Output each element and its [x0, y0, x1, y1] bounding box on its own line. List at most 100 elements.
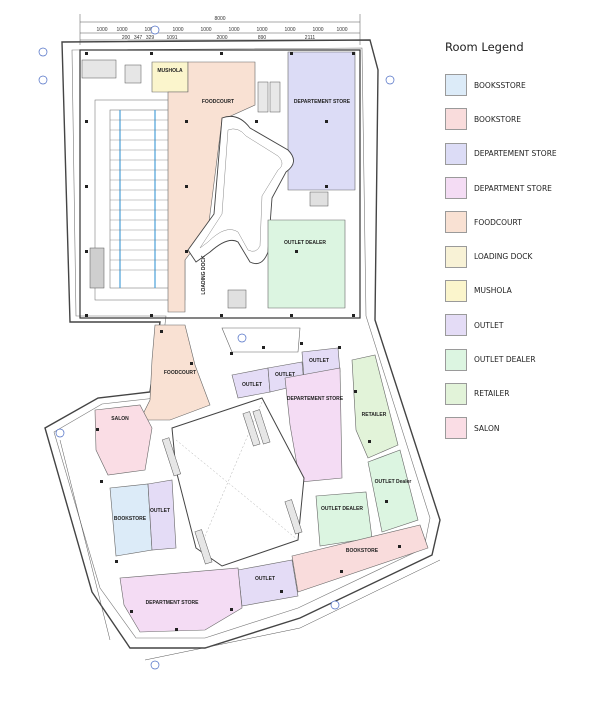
legend-label: OUTLET: [474, 320, 504, 330]
room-label-outlet-c: OUTLET: [309, 358, 329, 364]
svg-text:347: 347: [134, 35, 143, 41]
svg-text:1000: 1000: [172, 27, 183, 33]
parking-area: [81, 59, 186, 301]
svg-text:890: 890: [258, 35, 267, 41]
legend-label: BOOKSSTORE: [474, 80, 526, 90]
top-block-wall: [79, 49, 361, 319]
room-label-bookstore-left: BOOKSTORE: [114, 516, 147, 522]
room-outlet-low: [237, 559, 299, 607]
room-label-outlet-dealer-top: OUTLET DEALER: [284, 240, 326, 246]
room-outlet-dealer-top: [267, 219, 346, 309]
legend-label: OUTLET DEALER: [474, 355, 536, 365]
central-ramp-inner: [199, 128, 283, 252]
room-label-bookstore-low: BOOKSTORE: [346, 548, 379, 554]
room-label-outlet-low: OUTLET: [255, 576, 275, 582]
legend-item: FOODCOURT: [445, 205, 585, 239]
room-label-departement-store-top: DEPARTEMENT STORE: [294, 99, 351, 105]
legend-swatch: [445, 348, 467, 371]
svg-text:1000: 1000: [96, 27, 107, 33]
legend-label: FOODCOURT: [474, 217, 522, 227]
room-departement-store-top: [287, 51, 356, 191]
svg-text:1000: 1000: [256, 27, 267, 33]
room-label-outlet-dealer-right: OUTLET Dealer: [375, 479, 412, 485]
room-foodcourt-mid: [139, 324, 211, 421]
stair-core: [227, 191, 329, 309]
legend-swatch: [445, 279, 467, 302]
legend-swatch: [445, 417, 467, 440]
svg-text:2000: 2000: [216, 35, 227, 41]
room-label-outlet-dealer-low: OUTLET DEALER: [321, 506, 363, 512]
legend-item: BOOKSSTORE: [445, 68, 585, 102]
escalator-top: [257, 81, 281, 113]
legend-item: RETAILER: [445, 377, 585, 411]
room-legend: Room Legend BOOKSSTORE BOOKSTORE DEPARTEME…: [445, 40, 585, 445]
atrium-diagonals: [175, 401, 299, 549]
grid-bubbles: [38, 25, 395, 670]
overall-dimension: 8000: [214, 16, 225, 22]
room-salon: [94, 404, 153, 476]
legend-swatch: [445, 108, 467, 131]
central-atrium: [171, 397, 305, 567]
legend-item: OUTLET DEALER: [445, 342, 585, 376]
room-department-store-mid: [284, 367, 343, 483]
svg-text:1000: 1000: [144, 27, 155, 33]
top-dimension-lines: [79, 14, 361, 45]
legend-swatch: [445, 314, 467, 337]
legend-label: RETAILER: [474, 389, 510, 399]
svg-text:1091: 1091: [166, 35, 177, 41]
legend-item: MUSHOLA: [445, 274, 585, 308]
legend-item: BOOKSTORE: [445, 102, 585, 136]
room-label-outlet-left: OUTLET: [150, 508, 170, 514]
legend-list: BOOKSSTORE BOOKSTORE DEPARTEMENT STORE DEPA…: [445, 68, 585, 445]
room-label-salon: SALON: [111, 416, 129, 422]
room-label-foodcourt-top: FOODCOURT: [202, 99, 234, 105]
room-label-outlet-b: OUTLET: [275, 372, 295, 378]
legend-item: OUTLET: [445, 308, 585, 342]
room-mushola: [151, 61, 189, 93]
legend-label: DEPARTMENT STORE: [474, 183, 552, 193]
svg-text:329: 329: [146, 35, 155, 41]
legend-item: DEPARTEMENT STORE: [445, 137, 585, 171]
room-department-store-low: [119, 567, 243, 633]
legend-item: DEPARTMENT STORE: [445, 171, 585, 205]
legend-label: BOOKSTORE: [474, 114, 521, 124]
svg-text:1000: 1000: [312, 27, 323, 33]
legend-swatch: [445, 74, 467, 97]
room-bookstore-low: [291, 524, 429, 593]
room-label-loading-dock: LOADING DOCK: [201, 255, 207, 295]
top-dimension-labels: 1000 1000 1000 1000 1000 1000 1000 1000 …: [96, 27, 347, 41]
svg-text:1000: 1000: [116, 27, 127, 33]
room-label-retailer: RETAILER: [362, 412, 387, 418]
column-grid-top: [85, 52, 355, 317]
atrium-escalators: [161, 409, 303, 565]
column-grid-lower: [96, 330, 401, 631]
legend-swatch: [445, 142, 467, 165]
legend-swatch: [445, 211, 467, 234]
svg-text:2111: 2111: [305, 35, 316, 41]
legend-label: MUSHOLA: [474, 286, 512, 296]
legend-swatch: [445, 245, 467, 268]
legend-label: LOADING DOCK: [474, 252, 533, 262]
room-retailer: [351, 354, 399, 459]
room-label-mushola: MUSHOLA: [157, 68, 183, 74]
legend-swatch: [445, 177, 467, 200]
bottom-dimension-lines: [59, 439, 441, 661]
legend-title: Room Legend: [445, 40, 524, 54]
room-outlet-dealer-low: [315, 491, 373, 547]
svg-text:1000: 1000: [228, 27, 239, 33]
room-label-department-store-mid: DEPARTEMENT STORE: [287, 396, 344, 402]
legend-swatch: [445, 382, 467, 405]
room-label-foodcourt-mid: FOODCOURT: [164, 370, 196, 376]
room-label-department-store-low: DEPARTMENT STORE: [146, 600, 200, 606]
legend-item: LOADING DOCK: [445, 239, 585, 273]
room-outlet-left: [147, 479, 177, 551]
room-outlet-dealer-right: [367, 449, 419, 533]
legend-label: DEPARTEMENT STORE: [474, 149, 557, 159]
room-label-outlet-a: OUTLET: [242, 382, 262, 388]
svg-text:1000: 1000: [336, 27, 347, 33]
legend-item: SALON: [445, 411, 585, 445]
legend-label: SALON: [474, 423, 500, 433]
entrance-plaza: [221, 327, 301, 353]
svg-text:1000: 1000: [200, 27, 211, 33]
